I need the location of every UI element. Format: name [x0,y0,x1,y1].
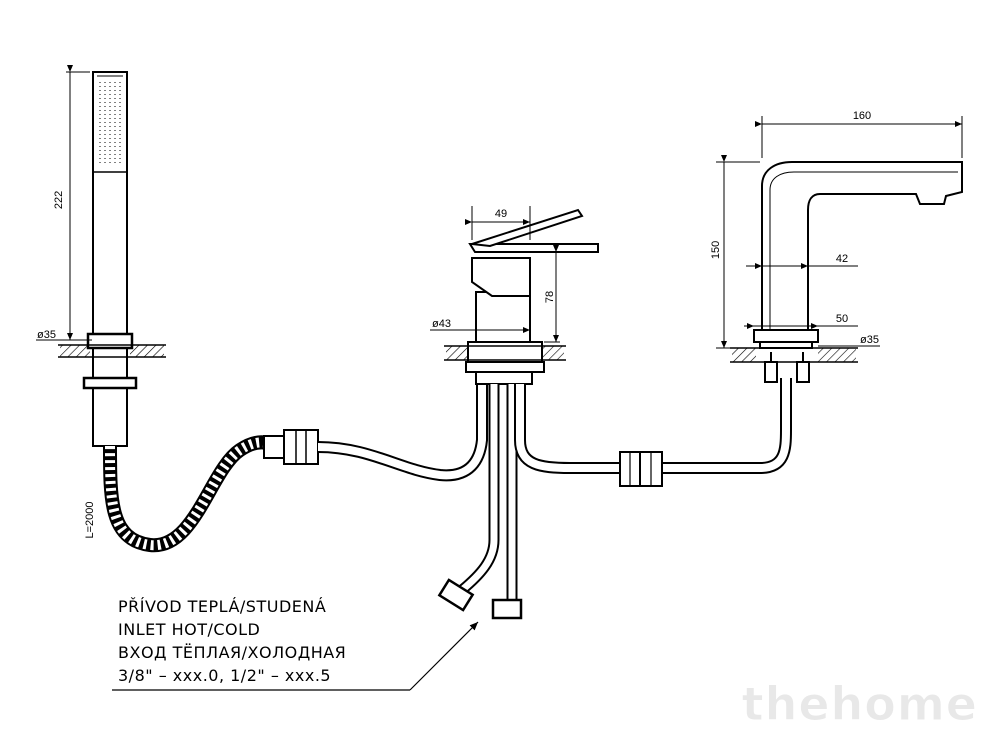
dim-mixer-height: 78 [532,245,560,343]
mixer-body [465,208,599,385]
dim-shower-height-label: 222 [53,191,65,209]
dim-shower-height: 222 [53,65,90,340]
dim-mixer-width: 49 [465,206,531,240]
dim-mixer-width-label: 49 [495,208,507,220]
inlet-hoses [437,384,523,620]
spout [753,161,963,349]
hand-shower [82,71,138,447]
dim-spout-base-dia-label: ø35 [860,334,879,346]
dim-spout-length: 160 [755,110,963,158]
dim-shower-base-label: ø35 [37,329,56,341]
dim-spout-height: 150 [710,155,760,349]
dim-spout-neck-label: 42 [836,253,848,265]
spout-supply-pipe [514,378,792,474]
dim-spout-length-label: 160 [853,110,871,122]
dim-mixer-height-label: 78 [544,291,556,303]
dim-spout-base: 50 [744,313,858,329]
dim-shower-base: ø35 [36,329,92,341]
shower-hose: L=2000 [84,435,273,553]
dim-spout-base-dia: ø35 [818,334,880,347]
spout-mounting-bolts [764,352,810,383]
shower-supply-pipe [317,385,488,482]
inlet-note-sizes: 3/8" – xxx.0, 1/2" – xxx.5 [118,666,331,685]
shower-nozzles-grid [99,82,121,165]
inlet-note-cz: PŘÍVOD TEPLÁ/STUDENÁ [118,597,326,616]
counter-hatch-left [60,345,90,357]
dim-spout-neck: 42 [746,253,858,269]
pipe-coupling [619,451,663,487]
counter-hatch-left-b [130,345,164,357]
dim-spout-base-label: 50 [836,313,848,325]
inlet-note-en: INLET HOT/COLD [118,620,260,639]
hose-connector [263,429,319,465]
dim-mixer-base: ø43 [430,318,530,333]
dim-spout-height-label: 150 [710,241,722,259]
inlet-note-ru: ВХОД ТЁПЛАЯ/ХОЛОДНАЯ [118,643,346,662]
dim-hose-length-label: L=2000 [84,501,96,538]
watermark-logo: thehome [742,677,978,731]
inlet-note: PŘÍVOD TEPLÁ/STUDENÁ INLET HOT/COLD ВХОД… [112,597,479,691]
dim-mixer-base-label: ø43 [432,318,451,330]
